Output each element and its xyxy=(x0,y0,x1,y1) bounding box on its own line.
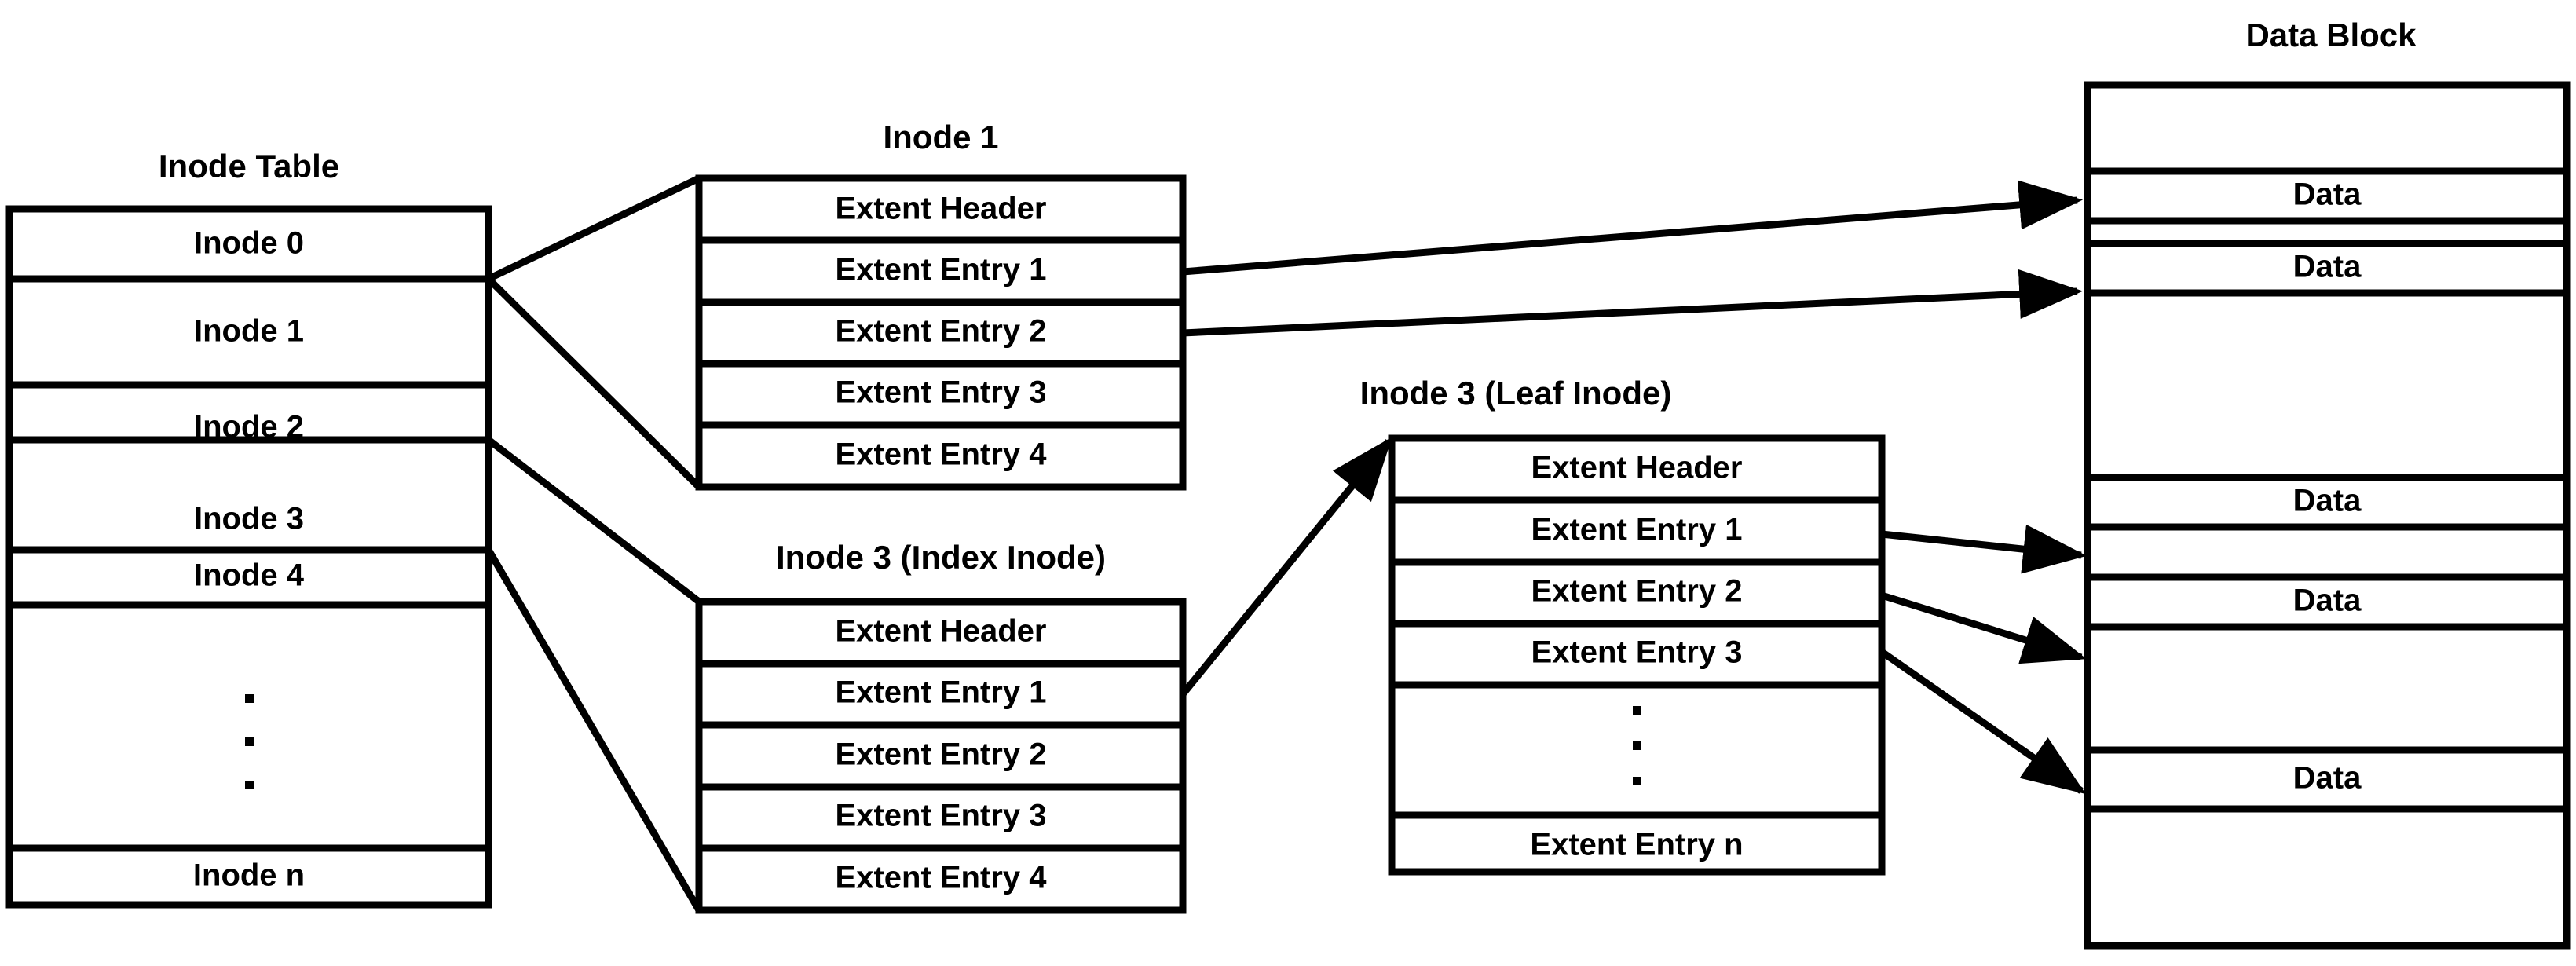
arrow-line xyxy=(1180,437,1392,697)
data-block-row-label: Data xyxy=(2293,177,2362,212)
inode1-title: Inode 1 xyxy=(883,119,998,156)
index-inode-row[interactable]: Extent Entry 4 xyxy=(836,861,1048,895)
inode1-row-label: Extent Entry 1 xyxy=(836,253,1047,287)
index-inode-outline xyxy=(695,598,1187,914)
leaf-inode-row-label: Extent Header xyxy=(1531,451,1743,485)
inode1-group: Inode 1 Extent Header Extent Entry 1 Ext… xyxy=(695,119,1187,491)
index-inode-row-label: Extent Entry 2 xyxy=(836,737,1047,772)
arrow-line xyxy=(1881,524,2088,574)
leaf-inode-title: Inode 3 (Leaf Inode) xyxy=(1360,375,1672,412)
data-block-row-label: Data xyxy=(2293,484,2362,518)
index-inode-row-label: Extent Entry 1 xyxy=(836,675,1047,710)
arrow-line xyxy=(1182,269,2084,337)
leaf-inode-row-label: Extent Entry n xyxy=(1530,828,1743,862)
leaf-inode-group: Inode 3 (Leaf Inode) Extent Header Exten… xyxy=(1360,375,1886,876)
inode1-row[interactable]: Extent Header xyxy=(699,192,1183,244)
connector-inode1-bottom xyxy=(485,276,702,490)
vertical-ellipsis-icon xyxy=(245,694,254,789)
leaf-inode-row xyxy=(1392,706,1882,819)
data-block-row[interactable]: Data xyxy=(2088,584,2567,631)
leaf-inode-row-label: Extent Entry 2 xyxy=(1531,574,1743,609)
inode1-row[interactable]: Extent Entry 2 xyxy=(699,314,1183,368)
inode1-row-label: Extent Header xyxy=(836,192,1047,226)
connector-index-inode xyxy=(485,437,702,913)
data-block-group: Data Block Data Data Data xyxy=(2084,16,2571,950)
data-block-row[interactable]: Data xyxy=(2088,250,2567,297)
connector-index-inode-top xyxy=(486,437,701,605)
data-block-row[interactable]: Data xyxy=(2088,761,2567,813)
leaf-inode-row[interactable]: Extent Header xyxy=(1392,451,1882,504)
data-block-row-label: Data xyxy=(2293,584,2362,618)
leaf-inode-row[interactable]: Extent Entry 3 xyxy=(1392,635,1882,689)
arrow-leaf-entry2-to-data4 xyxy=(1880,591,2087,664)
inode1-row-label: Extent Entry 3 xyxy=(836,375,1047,410)
inode1-row[interactable]: Extent Entry 1 xyxy=(699,253,1183,306)
index-inode-row[interactable]: Extent Entry 3 xyxy=(699,799,1183,852)
arrow-line xyxy=(1182,180,2084,276)
index-inode-row[interactable]: Extent Entry 2 xyxy=(699,737,1183,791)
data-block-title: Data Block xyxy=(2245,16,2417,53)
inode-table-row-label: Inode 3 xyxy=(194,502,304,536)
inode-table-row-label: Inode 2 xyxy=(194,410,304,445)
data-block-row-label: Data xyxy=(2293,761,2362,796)
inode-table-row[interactable]: Inode 2 xyxy=(9,410,488,445)
inode-table-row[interactable]: Inode 1 xyxy=(9,314,488,389)
inode-table-group: Inode Table Inode 0 Inode 1 Inode 2 Inod… xyxy=(5,148,492,909)
inode1-row-label: Extent Entry 2 xyxy=(836,314,1047,349)
connector-index-inode-bottom xyxy=(485,547,702,913)
index-inode-row[interactable]: Extent Header xyxy=(699,614,1183,668)
leaf-inode-row[interactable]: Extent Entry n xyxy=(1530,828,1743,862)
inode-table-row[interactable]: Inode 0 xyxy=(9,226,488,283)
data-block-row[interactable]: Data xyxy=(2088,177,2567,225)
leaf-inode-row[interactable]: Extent Entry 1 xyxy=(1392,513,1882,566)
leaf-inode-row-label: Extent Entry 3 xyxy=(1531,635,1743,670)
vertical-ellipsis-icon xyxy=(1633,706,1641,785)
inode1-row[interactable]: Extent Entry 3 xyxy=(699,375,1183,429)
index-inode-group: Inode 3 (Index Inode) Extent Header Exte… xyxy=(695,539,1187,914)
arrow-inode1-entry2-to-data2 xyxy=(1182,269,2084,337)
data-block-outline xyxy=(2084,81,2571,950)
inode-table-row-label: Inode 1 xyxy=(194,314,304,349)
data-block-row[interactable]: Data xyxy=(2088,484,2567,531)
index-inode-row[interactable]: Extent Entry 1 xyxy=(699,675,1183,729)
leaf-inode-row-label: Extent Entry 1 xyxy=(1531,513,1743,547)
inode-table-row xyxy=(9,694,488,852)
index-inode-title: Inode 3 (Index Inode) xyxy=(776,539,1106,576)
inode-table-title: Inode Table xyxy=(159,148,339,185)
arrow-index-inode-to-leaf-inode xyxy=(1180,437,1392,697)
arrow-line xyxy=(1880,591,2087,664)
arrow-leaf-entry1-to-data3 xyxy=(1881,524,2088,574)
arrow-line xyxy=(1879,649,2086,795)
leaf-inode-row[interactable]: Extent Entry 2 xyxy=(1392,574,1882,628)
arrow-leaf-entry3-to-data5 xyxy=(1879,649,2086,795)
inode-table-row[interactable]: Inode 4 xyxy=(9,558,488,609)
index-inode-row-label: Extent Entry 3 xyxy=(836,799,1047,833)
index-inode-row-label: Extent Header xyxy=(836,614,1047,649)
inode1-row-label: Extent Entry 4 xyxy=(836,437,1048,472)
inode-table-row-label: Inode 4 xyxy=(194,558,305,593)
data-block-row-label: Data xyxy=(2293,250,2362,284)
arrow-inode1-entry1-to-data1 xyxy=(1182,180,2084,276)
inode-table-row-label: Inode n xyxy=(193,858,305,893)
inode-table-row[interactable]: Inode n xyxy=(193,858,305,893)
index-inode-row-label: Extent Entry 4 xyxy=(836,861,1048,895)
inode-table-row[interactable]: Inode 3 xyxy=(9,502,488,554)
inode1-outline xyxy=(695,174,1187,491)
connector-inode1-top xyxy=(487,174,701,283)
inode-table-row-label: Inode 0 xyxy=(194,226,304,261)
leaf-inode-outline xyxy=(1388,434,1886,876)
inode1-row[interactable]: Extent Entry 4 xyxy=(836,437,1048,472)
connector-inode1 xyxy=(485,174,702,490)
